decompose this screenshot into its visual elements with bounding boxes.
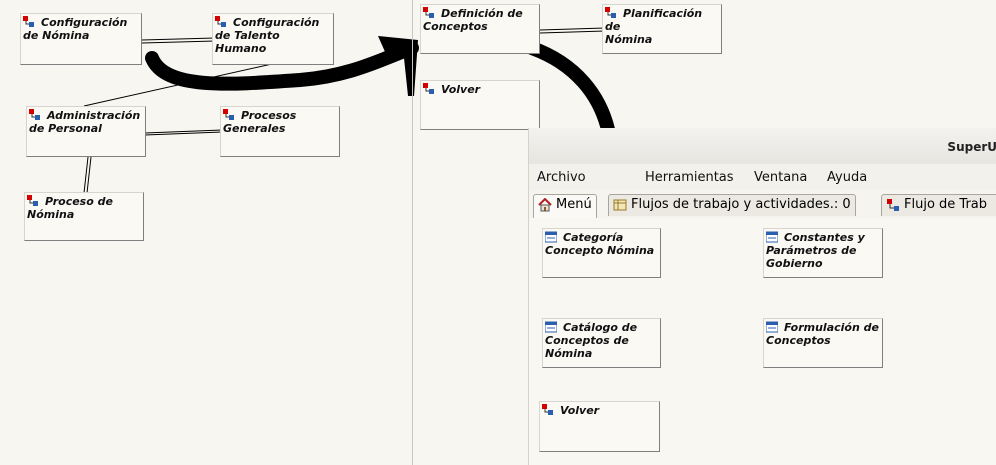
- home-icon: [538, 198, 552, 212]
- node-catalogo-conceptos[interactable]: Catálogo de Conceptos de Nómina: [542, 318, 661, 368]
- process-node-icon: [23, 16, 34, 27]
- form-icon: [545, 321, 557, 333]
- app-window: SuperU Archivo Herramientas Ventana Ayud…: [528, 128, 996, 465]
- node-label: Categoría Concepto Nómina: [545, 231, 655, 257]
- process-node-icon: [27, 195, 38, 206]
- node-label: Administración de Personal: [29, 109, 141, 135]
- node-planificacion-nomina[interactable]: Planificación de Nómina: [602, 4, 722, 54]
- node-procesos-generales[interactable]: Procesos Generales: [220, 106, 340, 157]
- node-label: Constantes y Parámetros de Gobierno: [766, 231, 865, 270]
- tab-bar: Menú Flujos de trabajo y actividades.: 0…: [529, 192, 996, 219]
- menu-bar: Archivo Herramientas Ventana Ayuda: [529, 164, 996, 190]
- menu-herramientas[interactable]: Herramientas: [645, 170, 734, 185]
- form-icon: [545, 231, 557, 243]
- process-node-icon: [605, 7, 616, 18]
- node-formulacion-conceptos[interactable]: Formulación de Conceptos: [763, 318, 883, 368]
- node-configuracion-talento[interactable]: Configuración de Talento Humano: [212, 13, 334, 65]
- form-icon: [766, 321, 778, 333]
- process-node-icon: [215, 16, 226, 27]
- arrow-1: [145, 41, 419, 91]
- node-label: Proceso de Nómina: [27, 195, 113, 221]
- workflow-icon: [887, 199, 899, 211]
- tab-flujos[interactable]: Flujos de trabajo y actividades.: 0: [608, 194, 856, 216]
- process-node-icon: [542, 404, 553, 415]
- node-label: Definición de Conceptos: [423, 7, 523, 33]
- node-label: Procesos Generales: [223, 109, 297, 135]
- title-bar: SuperU: [529, 128, 996, 165]
- process-node-icon: [423, 7, 434, 18]
- node-label: Formulación de Conceptos: [766, 321, 879, 347]
- node-constantes-parametros[interactable]: Constantes y Parámetros de Gobierno: [763, 228, 883, 278]
- node-label: Volver: [441, 83, 481, 96]
- window-title: SuperU: [947, 140, 996, 154]
- node-definicion-conceptos[interactable]: Definición de Conceptos: [420, 4, 540, 54]
- menu-ayuda[interactable]: Ayuda: [827, 170, 868, 185]
- node-volver-2[interactable]: Volver: [539, 401, 660, 452]
- tab-menu[interactable]: Menú: [533, 194, 597, 219]
- node-label: Catálogo de Conceptos de Nómina: [545, 321, 638, 360]
- form-icon: [766, 231, 778, 243]
- node-label: Volver: [560, 404, 600, 417]
- process-node-icon: [423, 83, 434, 94]
- node-label: Configuración de Nómina: [23, 16, 128, 42]
- tab-flujo-trab[interactable]: Flujo de Trab: [881, 194, 996, 216]
- node-administracion-personal[interactable]: Administración de Personal: [26, 106, 146, 157]
- tab-label: Flujos de trabajo y actividades.: 0: [631, 197, 851, 212]
- node-configuracion-nomina[interactable]: Configuración de Nómina: [20, 13, 142, 65]
- node-proceso-nomina[interactable]: Proceso de Nómina: [24, 192, 144, 241]
- arrowhead-1: [378, 36, 418, 96]
- node-label: Planificación de Nómina: [605, 7, 703, 46]
- menu-ventana[interactable]: Ventana: [754, 170, 808, 185]
- panel-divider: [412, 0, 413, 465]
- process-node-icon: [29, 109, 40, 120]
- tab-label: Menú: [556, 197, 592, 212]
- process-node-icon: [223, 109, 234, 120]
- node-label: Configuración de Talento Humano: [215, 16, 320, 55]
- menu-archivo[interactable]: Archivo: [537, 170, 586, 185]
- node-categoria-concepto[interactable]: Categoría Concepto Nómina: [542, 228, 661, 278]
- tab-label: Flujo de Trab: [904, 197, 988, 212]
- table-icon: [613, 199, 627, 211]
- node-volver[interactable]: Volver: [420, 80, 540, 130]
